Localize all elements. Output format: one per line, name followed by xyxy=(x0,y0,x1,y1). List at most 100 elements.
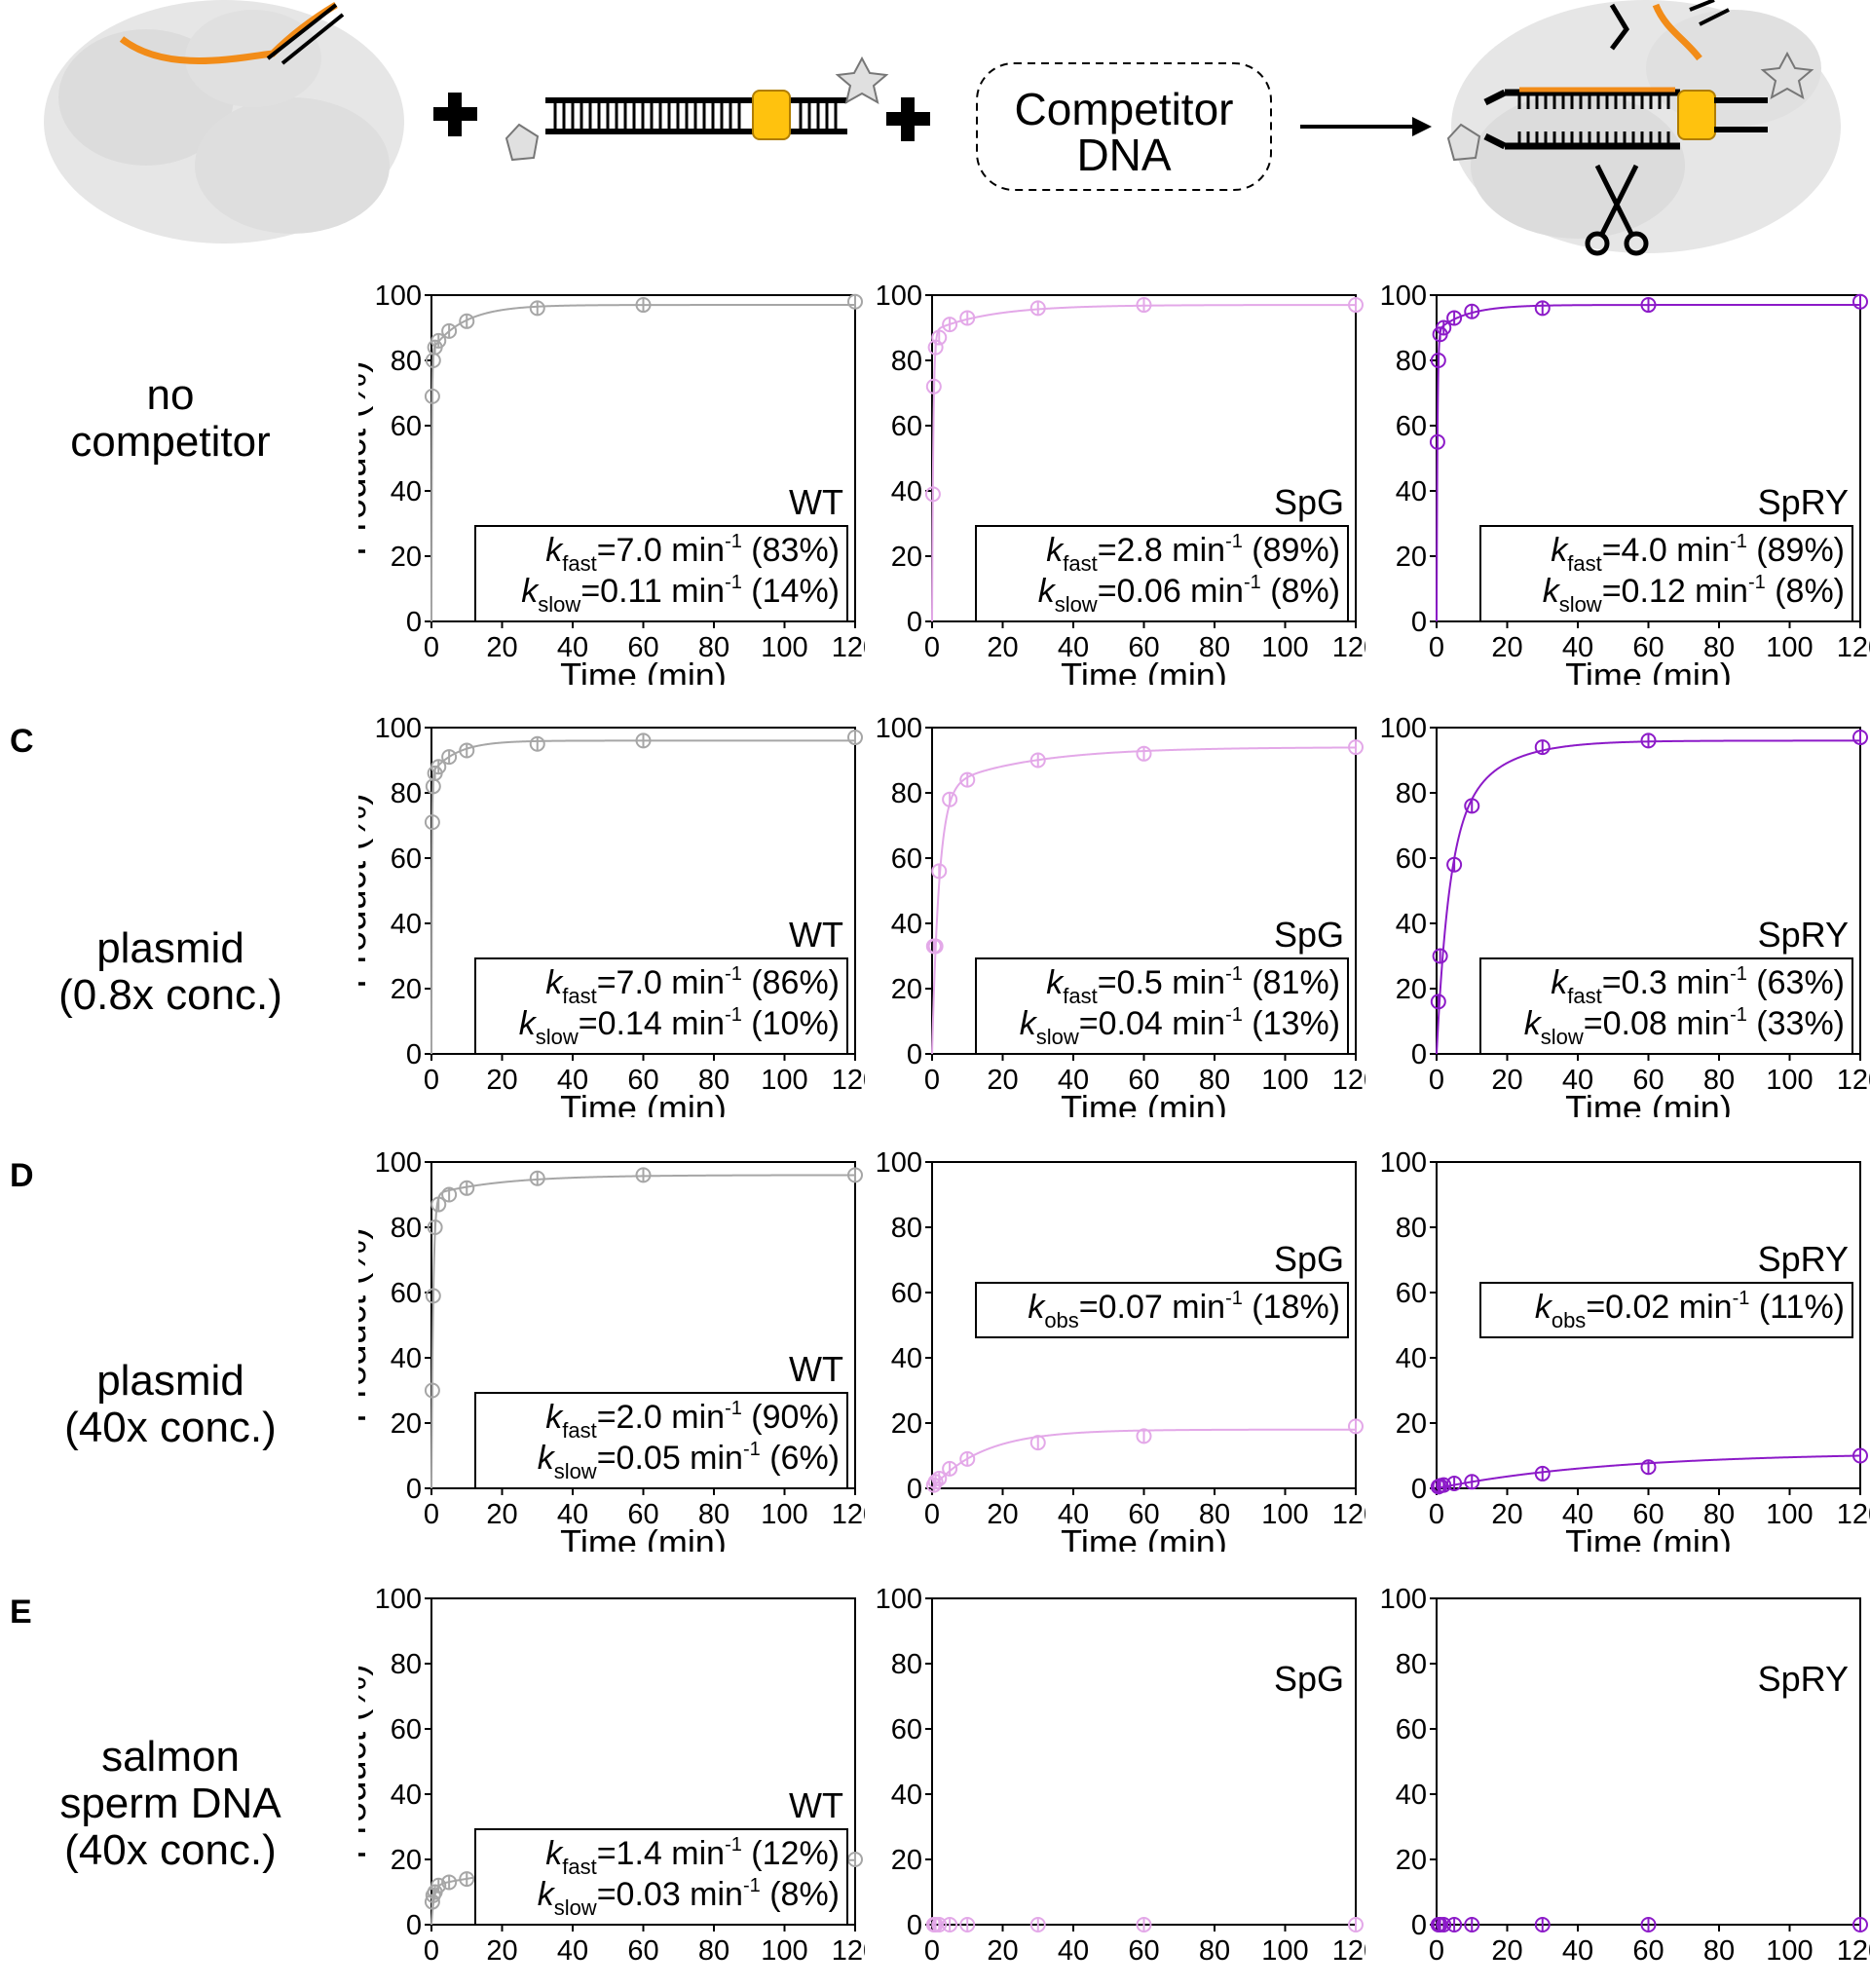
variant-label: SpRY xyxy=(1758,482,1849,522)
plus-icon xyxy=(433,93,477,136)
y-tick-label: 60 xyxy=(391,844,422,875)
y-tick-label: 20 xyxy=(1396,1408,1427,1440)
x-tick-label: 80 xyxy=(1199,1935,1230,1967)
x-tick-label: 20 xyxy=(987,1065,1018,1096)
x-tick-label: 0 xyxy=(424,1065,439,1096)
y-tick-label: 80 xyxy=(891,1649,922,1680)
data-point xyxy=(430,332,447,349)
data-point xyxy=(1446,310,1463,326)
x-axis-label: Time (min) xyxy=(560,1088,727,1117)
x-axis-label: Time (min) xyxy=(1565,656,1732,685)
rate-annotation: kfast=7.0 min-1 (86%) xyxy=(545,963,840,1008)
rate-annotation-box xyxy=(474,1828,848,1926)
plot-wt-row2: 020406080100120020406080100Time (min)Pro… xyxy=(358,1147,865,1552)
x-tick-label: 80 xyxy=(698,1065,729,1096)
variant-label: WT xyxy=(789,1785,843,1825)
rate-annotation-box xyxy=(1479,525,1853,622)
rate-annotation-box xyxy=(1479,1282,1853,1338)
data-point xyxy=(635,732,652,749)
variant-label: SpG xyxy=(1274,1659,1344,1699)
x-tick-label: 0 xyxy=(1429,1935,1444,1967)
data-point xyxy=(1640,1917,1657,1932)
x-tick-label: 120 xyxy=(1332,1499,1365,1530)
x-tick-label: 20 xyxy=(486,632,517,663)
rate-annotation: kfast=0.3 min-1 (63%) xyxy=(1551,963,1845,1008)
y-tick-label: 100 xyxy=(876,713,922,744)
variant-label: SpRY xyxy=(1758,915,1849,955)
competitor-label-line2: DNA xyxy=(1076,130,1171,180)
y-tick-label: 60 xyxy=(891,1714,922,1745)
y-tick-label: 40 xyxy=(891,1780,922,1811)
x-tick-label: 100 xyxy=(761,632,807,663)
variant-label: SpRY xyxy=(1758,1659,1849,1699)
data-point xyxy=(927,1474,944,1490)
y-tick-label: 20 xyxy=(391,1845,422,1876)
data-point xyxy=(459,313,475,329)
data-point xyxy=(1852,293,1868,310)
x-tick-label: 20 xyxy=(486,1499,517,1530)
x-tick-label: 80 xyxy=(1199,632,1230,663)
x-tick-label: 120 xyxy=(1332,1935,1365,1967)
y-tick-label: 40 xyxy=(891,909,922,940)
data-point xyxy=(959,1917,976,1932)
x-tick-label: 80 xyxy=(698,632,729,663)
x-tick-label: 60 xyxy=(627,1499,658,1530)
x-axis-label: Time (min) xyxy=(1061,1522,1227,1552)
data-point xyxy=(942,1917,958,1932)
data-point xyxy=(942,1460,958,1477)
rate-annotation: kslow=0.05 min-1 (6%) xyxy=(538,1439,840,1483)
y-tick-label: 40 xyxy=(891,1343,922,1374)
data-point xyxy=(430,759,447,775)
rate-annotation: kfast=0.5 min-1 (81%) xyxy=(1046,963,1340,1008)
y-tick-label: 100 xyxy=(375,1147,422,1179)
x-tick-label: 60 xyxy=(1632,632,1664,663)
x-tick-label: 60 xyxy=(627,1935,658,1967)
rate-annotation-box xyxy=(474,525,848,622)
data-point xyxy=(441,749,458,766)
x-axis-label: Time (min) xyxy=(1061,656,1227,685)
y-tick-label: 60 xyxy=(391,1714,422,1745)
rate-annotation: kfast=2.8 min-1 (89%) xyxy=(1046,531,1340,576)
y-tick-label: 60 xyxy=(391,1278,422,1309)
data-point xyxy=(1446,856,1463,873)
x-tick-label: 60 xyxy=(1632,1065,1664,1096)
rate-annotation-box xyxy=(474,1392,848,1489)
variant-label: SpG xyxy=(1274,1239,1344,1279)
x-axis-label: Time (min) xyxy=(1565,1088,1732,1117)
plot-frame xyxy=(931,1597,1357,1926)
y-tick-label: 100 xyxy=(375,1584,422,1615)
plus-icon xyxy=(886,97,930,141)
x-tick-label: 0 xyxy=(1429,632,1444,663)
y-tick-label: 80 xyxy=(1396,346,1427,377)
y-tick-label: 0 xyxy=(1411,1039,1427,1070)
fit-curve xyxy=(430,304,855,621)
y-axis-label: Product (%) xyxy=(358,793,374,989)
data-point xyxy=(1436,1477,1452,1493)
row-label-line: no xyxy=(146,371,195,419)
plot-wt-row0: 020406080100120020406080100Time (min)Pro… xyxy=(358,281,865,685)
y-tick-label: 40 xyxy=(391,909,422,940)
x-tick-label: 100 xyxy=(761,1499,807,1530)
x-tick-label: 120 xyxy=(1837,632,1870,663)
plot-spg-row0: 020406080100120020406080100Time (min)SpG… xyxy=(876,281,1365,685)
y-axis-label: Product (%) xyxy=(358,360,374,556)
data-point xyxy=(1640,1459,1657,1476)
y-tick-label: 40 xyxy=(1396,476,1427,507)
x-tick-label: 100 xyxy=(1766,632,1813,663)
x-tick-label: 80 xyxy=(698,1499,729,1530)
x-tick-label: 60 xyxy=(1128,1499,1159,1530)
data-point xyxy=(1029,1917,1046,1932)
x-tick-label: 40 xyxy=(557,1499,588,1530)
y-tick-label: 40 xyxy=(891,476,922,507)
y-tick-label: 80 xyxy=(391,346,422,377)
variant-label: SpG xyxy=(1274,482,1344,522)
row-label-line: plasmid xyxy=(96,1357,244,1405)
y-tick-label: 0 xyxy=(406,607,422,638)
data-point xyxy=(430,1877,447,1894)
target-dna-icon xyxy=(505,56,889,162)
x-tick-label: 80 xyxy=(1703,1499,1735,1530)
rate-annotation-box xyxy=(975,525,1349,622)
y-tick-label: 40 xyxy=(391,476,422,507)
data-point xyxy=(959,1450,976,1467)
panel-letter: C xyxy=(10,723,34,760)
